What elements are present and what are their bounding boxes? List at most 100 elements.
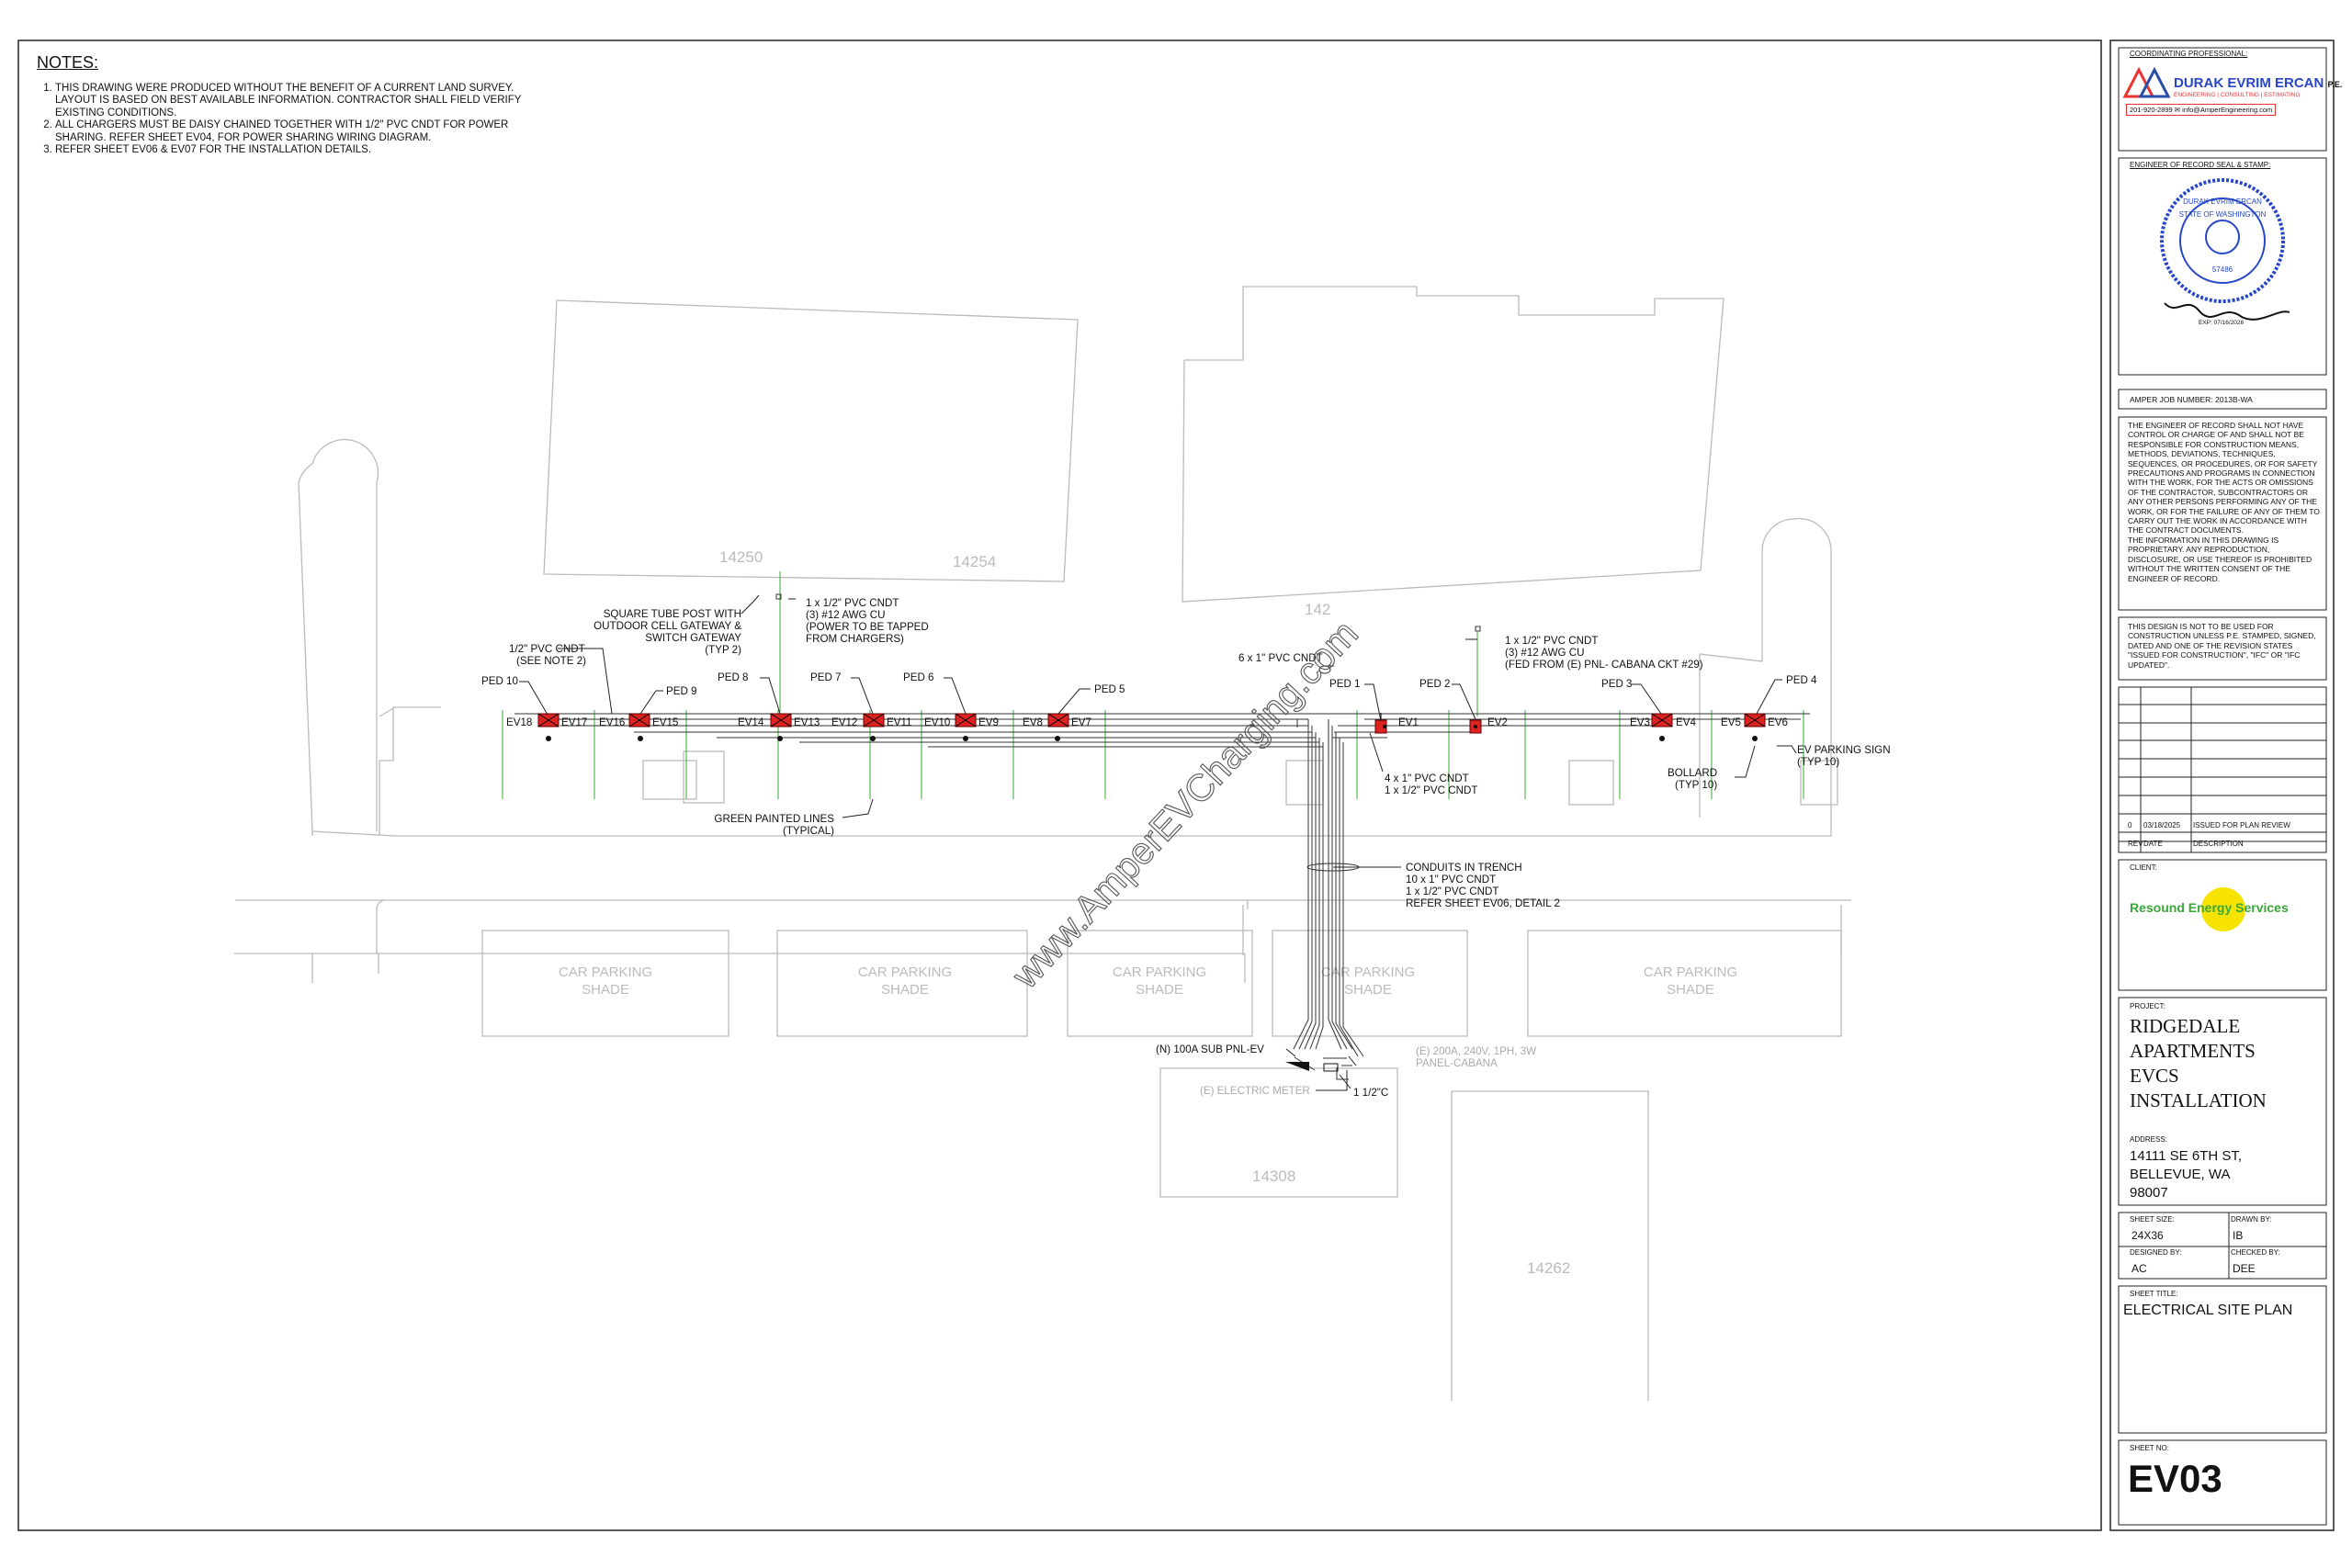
description-header: DESCRIPTION	[2193, 840, 2244, 848]
charger-ev17-ev18[interactable]	[537, 713, 560, 741]
firm-logo-icon	[2122, 66, 2171, 98]
svg-text:CAR PARKING: CAR PARKING	[1113, 964, 1206, 980]
client-header: CLIENT:	[2130, 863, 2157, 872]
charger-group	[537, 713, 1766, 741]
svg-text:SWITCH GATEWAY: SWITCH GATEWAY	[645, 632, 741, 644]
charger-ev13-ev14[interactable]	[770, 713, 792, 741]
seal-number: 57486	[2212, 265, 2233, 274]
svg-text:SHADE: SHADE	[1344, 982, 1392, 998]
client-name: Resound Energy Services	[2130, 900, 2289, 915]
label-ped7: PED 7	[810, 671, 842, 683]
building-142xx	[1182, 286, 1724, 603]
project-address: 14111 SE 6TH ST, BELLEVUE, WA 98007	[2130, 1148, 2243, 1201]
charger-ev9-ev10[interactable]	[955, 713, 977, 741]
seal-state: STATE OF WASHINGTON	[2179, 210, 2267, 219]
building-14262	[1452, 1090, 1649, 1401]
label-14254: 14254	[953, 553, 996, 570]
svg-text:10 x 1" PVC CNDT: 10 x 1" PVC CNDT	[1406, 874, 1496, 886]
sheet-title: ELECTRICAL SITE PLAN	[2123, 1303, 2293, 1318]
firm-name: DURAK EVRIM ERCAN P.E.	[2174, 75, 2343, 91]
callout-meter: (E) ELECTRIC METER	[1200, 1085, 1310, 1097]
tube-post-left	[775, 593, 782, 600]
svg-text:BOLLARD: BOLLARD	[1668, 767, 1717, 779]
title-block-border	[2109, 39, 2335, 1531]
callout-bollard: BOLLARD (TYP 10)	[1668, 767, 1717, 791]
sheet-number-header: SHEET NO:	[2130, 1444, 2169, 1452]
label-ev3: EV3	[1630, 716, 1650, 728]
svg-text:REFER SHEET EV06, DETAIL 2: REFER SHEET EV06, DETAIL 2	[1406, 897, 1560, 909]
note-item: THIS DRAWING WERE PRODUCED WITHOUT THE B…	[55, 83, 551, 120]
label-ev14: EV14	[738, 716, 764, 728]
callout-six-pvc: 6 x 1" PVC CNDT	[1238, 652, 1323, 664]
label-ev11: EV11	[887, 716, 912, 728]
svg-text:1 x 1/2" PVC CNDT: 1 x 1/2" PVC CNDT	[1406, 886, 1498, 897]
project-title: RIDGEDALE APARTMENTS EVCS INSTALLATION	[2130, 1015, 2267, 1111]
charger-ev1[interactable]	[1374, 713, 1387, 734]
building-14308	[1159, 1067, 1398, 1198]
tube-post-right	[1475, 626, 1481, 632]
svg-text:(TYP 2): (TYP 2)	[705, 644, 741, 656]
callout-pvc-tapped: 1 x 1/2" PVC CNDT (3) #12 AWG CU (POWER …	[806, 597, 929, 645]
building-14250	[543, 299, 1079, 582]
label-ped2: PED 2	[1419, 678, 1451, 690]
label-ev10: EV10	[924, 716, 950, 728]
sheet-size-header: SHEET SIZE:	[2130, 1215, 2175, 1224]
rev-header: REV	[2128, 840, 2143, 848]
label-ped1: PED 1	[1329, 678, 1361, 690]
revision-number: 0	[2128, 821, 2132, 829]
svg-text:EV PARKING SIGN: EV PARKING SIGN	[1797, 744, 1891, 756]
designed-by: AC	[2132, 1262, 2147, 1275]
revision-date: 03/18/2025	[2143, 821, 2181, 829]
callout-subpanel: (N) 100A SUB PNL-EV	[1156, 1043, 1264, 1055]
svg-text:SHADE: SHADE	[1667, 982, 1714, 998]
label-ped4: PED 4	[1786, 674, 1817, 686]
notes-list: THIS DRAWING WERE PRODUCED WITHOUT THE B…	[37, 83, 551, 157]
svg-text:1 x 1/2" PVC CNDT: 1 x 1/2" PVC CNDT	[1505, 635, 1598, 647]
label-ped10: PED 10	[481, 675, 518, 687]
existing-electric-meter	[1323, 1063, 1339, 1072]
parking-shade-5	[1527, 930, 1842, 1037]
general-notes: NOTES: THIS DRAWING WERE PRODUCED WITHOU…	[37, 53, 551, 157]
charger-ev7-ev8[interactable]	[1047, 713, 1069, 741]
parking-shade-4	[1272, 930, 1468, 1037]
sheet-title-header: SHEET TITLE:	[2130, 1290, 2178, 1298]
notes-heading: NOTES:	[37, 53, 99, 72]
charger-ev2[interactable]	[1469, 719, 1482, 734]
client-logo-icon	[2201, 887, 2245, 931]
charger-ev5-ev6[interactable]	[1744, 713, 1766, 741]
label-ev4: EV4	[1676, 716, 1696, 728]
label-142xx: 142	[1305, 601, 1330, 618]
svg-text:SHADE: SHADE	[881, 982, 929, 998]
charger-ev15-ev16[interactable]	[628, 713, 650, 741]
shade-labels: CAR PARKING SHADE CAR PARKING SHADE CAR PA…	[559, 964, 1737, 998]
label-14250: 14250	[719, 548, 763, 566]
date-header: DATE	[2143, 840, 2163, 848]
charger-ev11-ev12[interactable]	[863, 713, 885, 741]
checked-by: DEE	[2233, 1262, 2256, 1275]
svg-text:(TYPICAL): (TYPICAL)	[783, 825, 834, 837]
sub-panel-ev	[1285, 1062, 1309, 1071]
job-number: AMPER JOB NUMBER: 2013B-WA	[2130, 395, 2253, 404]
svg-text:(POWER TO BE TAPPED: (POWER TO BE TAPPED	[806, 621, 929, 633]
address-header: ADDRESS:	[2130, 1135, 2167, 1144]
label-14308: 14308	[1252, 1168, 1295, 1185]
svg-text:1/2" PVC CNDT: 1/2" PVC CNDT	[509, 643, 585, 655]
svg-text:CAR PARKING: CAR PARKING	[559, 964, 652, 980]
svg-text:(3) #12 AWG CU: (3) #12 AWG CU	[806, 609, 886, 621]
svg-text:SQUARE TUBE POST WITH: SQUARE TUBE POST WITH	[604, 608, 741, 620]
svg-text:CAR PARKING: CAR PARKING	[858, 964, 952, 980]
firm-subtitle: ENGINEERING | CONSULTING | ESTIMATING	[2174, 92, 2301, 98]
svg-text:1 x 1/2" PVC CNDT: 1 x 1/2" PVC CNDT	[1385, 784, 1477, 796]
svg-text:CAR PARKING: CAR PARKING	[1321, 964, 1415, 980]
sheet-number: EV03	[2128, 1457, 2222, 1500]
charger-ev3-ev4[interactable]	[1651, 713, 1673, 741]
label-ev17: EV17	[561, 716, 587, 728]
building-labels: 14250 14254 142 14308 14262	[719, 548, 1570, 1277]
checked-by-header: CHECKED BY:	[2231, 1248, 2280, 1257]
label-ped6: PED 6	[903, 671, 934, 683]
svg-text:(E) 200A, 240V, 1PH, 3W: (E) 200A, 240V, 1PH, 3W	[1416, 1045, 1536, 1057]
sheet-size: 24X36	[2132, 1229, 2164, 1242]
svg-text:GREEN PAINTED LINES: GREEN PAINTED LINES	[714, 813, 834, 825]
firm-phone: 201-920-2899	[2130, 106, 2173, 114]
